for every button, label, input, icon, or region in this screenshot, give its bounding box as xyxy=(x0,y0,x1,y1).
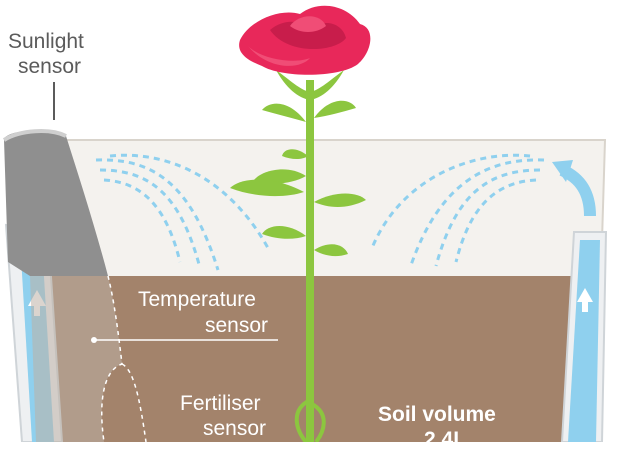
right-up-arrow-icon xyxy=(577,288,593,312)
sunlight-label-line2: sensor xyxy=(18,55,82,78)
root-curl-2 xyxy=(310,402,326,442)
sepals xyxy=(276,70,344,100)
water-spray-icon xyxy=(95,153,270,271)
sensor-probe xyxy=(30,276,122,442)
smart-pot-diagram xyxy=(2,5,608,442)
water-arrow-head xyxy=(552,160,573,182)
right-water-channel xyxy=(568,240,600,442)
root-curl xyxy=(294,398,312,442)
fertiliser-label-line1: Fertiliser xyxy=(180,392,261,415)
rose-icon xyxy=(239,5,371,75)
sunlight-sensor-icon xyxy=(4,130,108,276)
soil-volume-label: Soil volume xyxy=(378,403,496,426)
sensor-highlight xyxy=(2,129,67,142)
temperature-dot xyxy=(91,337,97,343)
water-spray-right-icon xyxy=(370,153,545,269)
soil-volume-value: 2.4L xyxy=(424,428,467,451)
sunlight-label-line1: Sunlight xyxy=(8,30,84,53)
stem xyxy=(306,80,314,442)
fertiliser-label-line2: sensor xyxy=(203,417,267,440)
temperature-label-line1: Temperature xyxy=(138,288,256,311)
temperature-label-line2: sensor xyxy=(205,314,269,337)
leaves xyxy=(230,100,366,257)
